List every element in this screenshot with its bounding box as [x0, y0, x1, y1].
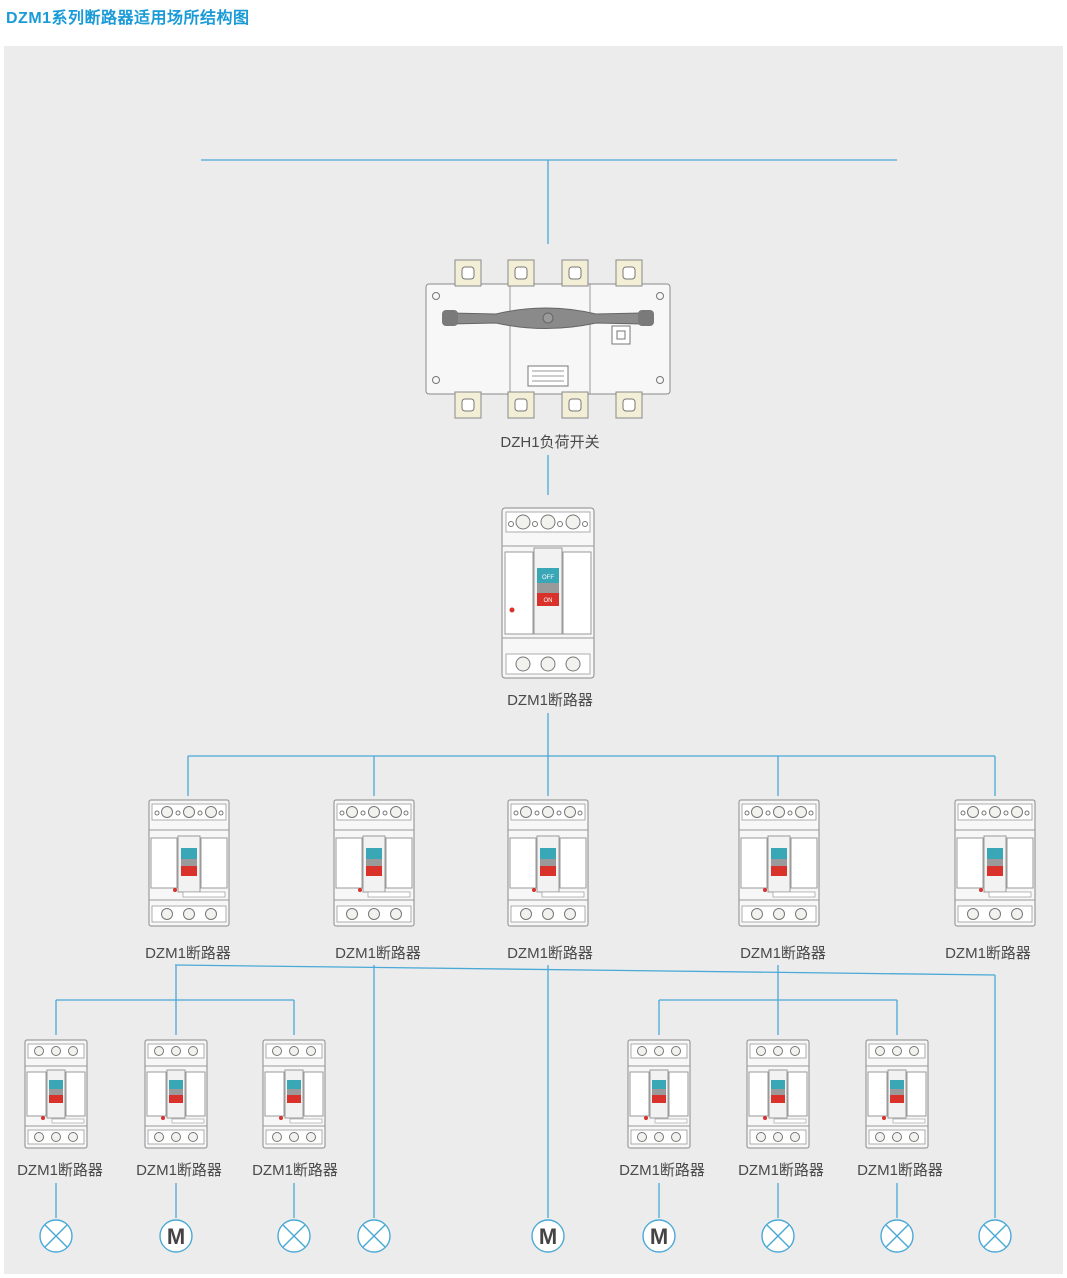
breaker-l3-5 — [746, 1039, 810, 1149]
lamp-icon — [880, 1219, 914, 1253]
main-breaker-label: DZM1断路器 — [507, 692, 593, 709]
motor-label: M — [650, 1224, 668, 1249]
load-switch — [425, 259, 671, 419]
breaker-l2-2 — [333, 799, 415, 927]
switch-label: DZH1负荷开关 — [500, 434, 599, 451]
breaker-l3-1 — [24, 1039, 88, 1149]
motor-icon: M — [159, 1219, 193, 1253]
main-breaker-on-label: ON — [544, 598, 553, 604]
breaker-l2-1-label: DZM1断路器 — [145, 945, 231, 962]
main-breaker-off-label: OFF — [542, 575, 554, 581]
motor-label: M — [539, 1224, 557, 1249]
motor-icon: M — [642, 1219, 676, 1253]
wiring — [55, 159, 996, 1218]
breaker-l3-3 — [262, 1039, 326, 1149]
breaker-l2-1 — [148, 799, 230, 927]
page-title: DZM1系列断路器适用场所结构图 — [6, 10, 250, 27]
breaker-l3-1-label: DZM1断路器 — [17, 1162, 103, 1179]
breaker-l2-5-label: DZM1断路器 — [945, 945, 1031, 962]
breaker-l2-4 — [738, 799, 820, 927]
motor-icon: M — [531, 1219, 565, 1253]
breaker-l3-2 — [144, 1039, 208, 1149]
main-breaker: OFF ON — [501, 507, 595, 679]
lamp-icon — [39, 1219, 73, 1253]
lamp-icon — [277, 1219, 311, 1253]
lamp-icon — [357, 1219, 391, 1253]
breaker-l3-3-label: DZM1断路器 — [252, 1162, 338, 1179]
breaker-l3-6 — [865, 1039, 929, 1149]
breaker-l2-2-label: DZM1断路器 — [335, 945, 421, 962]
breaker-l2-4-label: DZM1断路器 — [740, 945, 826, 962]
breaker-l2-3 — [507, 799, 589, 927]
breaker-l3-4 — [627, 1039, 691, 1149]
breaker-l3-2-label: DZM1断路器 — [136, 1162, 222, 1179]
breaker-l2-3-label: DZM1断路器 — [507, 945, 593, 962]
lamp-icon — [978, 1219, 1012, 1253]
lamp-icon — [761, 1219, 795, 1253]
breaker-l3-4-label: DZM1断路器 — [619, 1162, 705, 1179]
breaker-l3-6-label: DZM1断路器 — [857, 1162, 943, 1179]
breaker-l3-5-label: DZM1断路器 — [738, 1162, 824, 1179]
motor-label: M — [167, 1224, 185, 1249]
breaker-l2-5 — [954, 799, 1036, 927]
